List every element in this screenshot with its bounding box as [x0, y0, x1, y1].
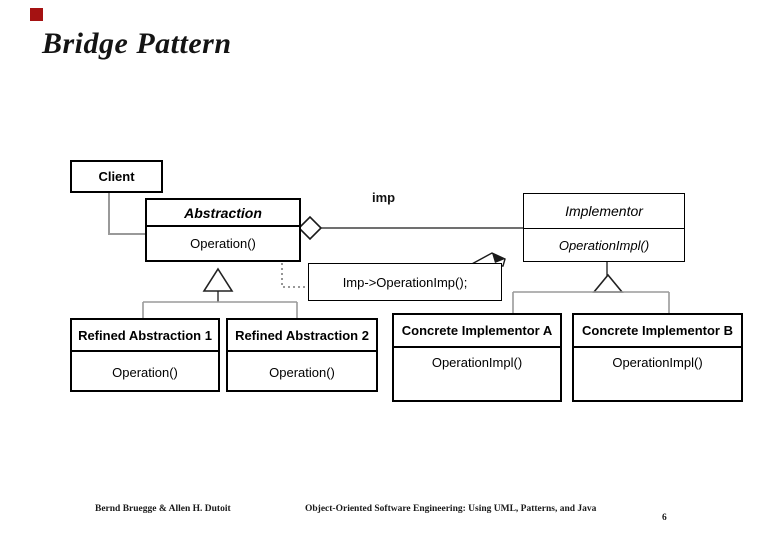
- note-text: Imp->OperationImp();: [342, 274, 468, 290]
- class-name: Implementor: [524, 194, 684, 229]
- class-method: Operation(): [190, 236, 256, 251]
- class-method: OperationImpl(): [558, 238, 650, 253]
- slide-logo-marker: [30, 8, 43, 21]
- page-title: Bridge Pattern: [42, 27, 232, 60]
- class-name: Refined Abstraction 1: [72, 320, 218, 352]
- footer-authors: Bernd Bruegge & Allen H. Dutoit: [95, 504, 231, 514]
- client-abstraction-link: [108, 193, 145, 235]
- class-method: OperationImpl(): [431, 355, 523, 370]
- class-name: Abstraction: [147, 200, 299, 227]
- class-name: Concrete Implementor B: [574, 315, 741, 348]
- uml-class-abstraction: Abstraction Operation(): [145, 198, 301, 262]
- class-method: Operation(): [269, 364, 335, 380]
- class-method: OperationImpl(): [612, 355, 703, 370]
- aggregation-diamond-icon: [297, 215, 323, 241]
- uml-class-client: Client: [70, 160, 163, 193]
- inheritance-triangle-icon: [592, 273, 624, 293]
- uml-class-refined-abstraction-1: Refined Abstraction 1 Operation(): [70, 318, 220, 392]
- note-fold-shade: [492, 253, 505, 263]
- class-method: Operation(): [112, 364, 178, 380]
- footer-book-title: Object-Oriented Software Engineering: Us…: [305, 504, 597, 514]
- inheritance-triangle-icon: [202, 267, 234, 292]
- footer-page-number: 6: [662, 513, 667, 523]
- uml-note: Imp->OperationImp();: [308, 263, 502, 301]
- uml-class-implementor: Implementor OperationImpl(): [523, 193, 685, 262]
- class-name: Concrete Implementor A: [394, 315, 560, 348]
- class-name: Refined Abstraction 2: [228, 320, 376, 352]
- uml-class-refined-abstraction-2: Refined Abstraction 2 Operation(): [226, 318, 378, 392]
- class-name: Client: [98, 169, 135, 184]
- uml-class-concrete-implementor-b: Concrete Implementor B OperationImpl(): [572, 313, 743, 402]
- association-role-label: imp: [372, 190, 396, 205]
- uml-class-concrete-implementor-a: Concrete Implementor A OperationImpl(): [392, 313, 562, 402]
